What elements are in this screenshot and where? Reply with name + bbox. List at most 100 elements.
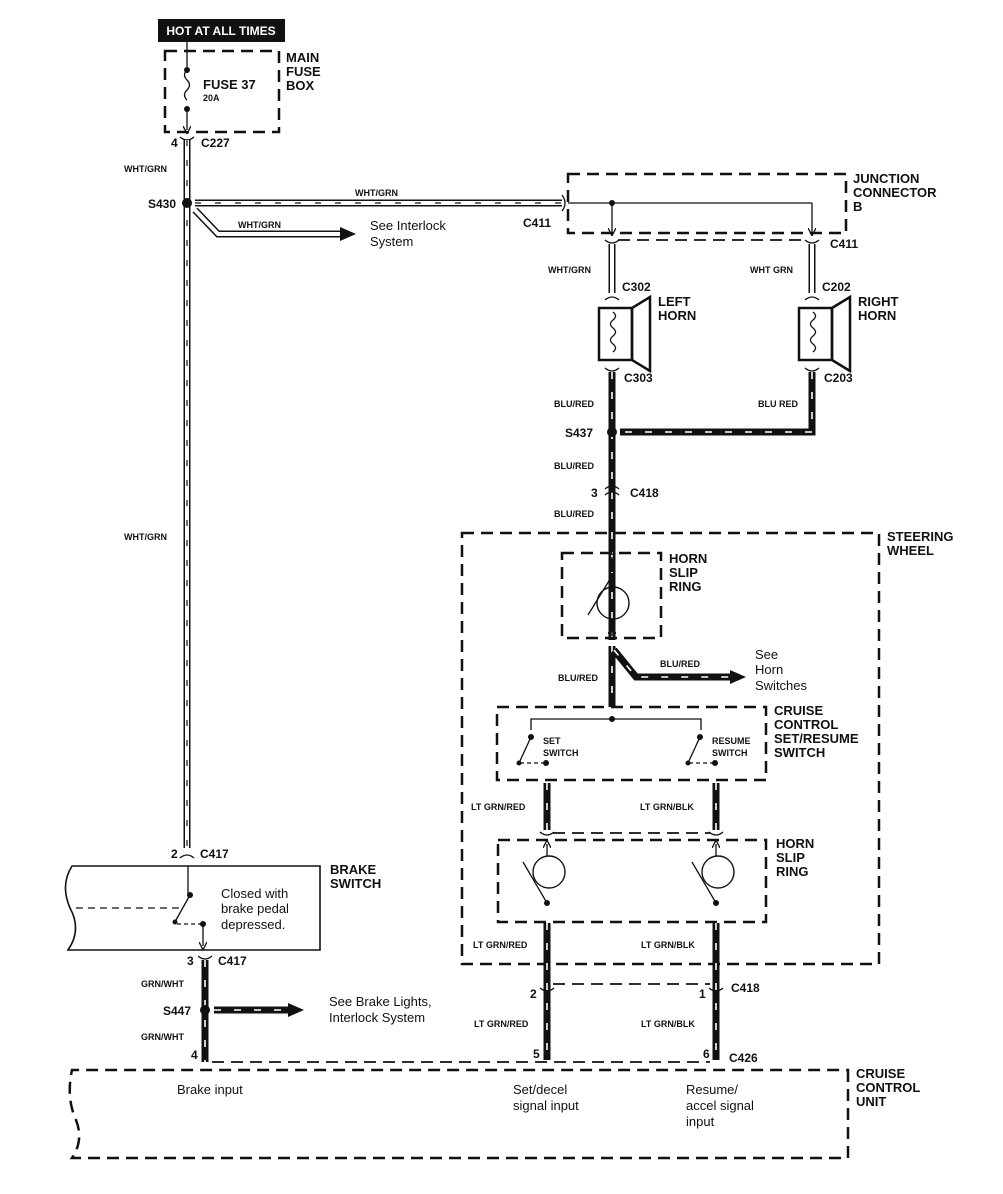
label-wires-blu-red-left-horn: BLU/RED [554,399,594,409]
junction-connector-b: JUNCTION CONNECTOR B [561,171,937,233]
label-components-cruise-unit-1: CONTROL [856,1080,920,1095]
label-components-cruise-unit-2: UNIT [856,1094,886,1109]
label-wires-grn-wht-1: GRN/WHT [141,979,184,989]
label-wires-wht-grn-right-horn: WHT GRN [750,265,793,275]
label-components-right-horn-0: RIGHT [858,294,899,309]
splice-s447 [200,1005,210,1015]
label-connectors-c426-pin-right: 6 [703,1047,710,1061]
fuse-icon [184,42,190,130]
label-wires-lt-grn-blk-3: LT GRN/BLK [641,1019,695,1029]
label-components-brake-switch-note-1: brake pedal [221,901,289,916]
label-components-junction-connector-0: JUNCTION [853,171,919,186]
splice-s437 [607,427,617,437]
label-references-horn-switches-0: See [755,647,778,662]
label-connectors-c418-bot-pin-left: 2 [530,987,537,1001]
label-wires-wht-grn-2: WHT/GRN [355,188,398,198]
splice-s430 [182,198,192,208]
label-connectors-c303-name: C303 [624,371,653,385]
label-connectors-c411-b-name: C411 [830,237,858,251]
label-wires-wht-grn-1: WHT/GRN [124,164,167,174]
right-horn-icon [797,294,852,374]
label-wires-lt-grn-blk-2: LT GRN/BLK [641,940,695,950]
label-components-horn-slip-ring-1-0: HORN [669,551,707,566]
label-wires-wht-grn-3: WHT/GRN [238,220,281,230]
label-components-cruise-unit-inputs-resume-2: input [686,1114,715,1129]
label-components-cruise-unit-inputs-set-1: signal input [513,1098,579,1113]
label-connectors-c203-name: C203 [824,371,853,385]
power-source-badge: HOT AT ALL TIMES [158,19,285,42]
label-splices-s430: S430 [148,197,176,211]
label-main-fuse-box-title-lines-1: FUSE [286,64,321,79]
label-components-horn-slip-ring-2-1: SLIP [776,850,805,865]
label-connectors-c417-bot-pin: 3 [187,954,194,968]
label-wires-lt-grn-red-3: LT GRN/RED [474,1019,529,1029]
horn-slip-ring-1 [560,551,663,638]
label-connectors-c418-bot-pin-right: 1 [699,987,706,1001]
label-main-fuse-box-title-lines-2: BOX [286,78,315,93]
label-components-junction-connector-1: CONNECTOR [853,185,937,200]
label-wires-lt-grn-red-1: LT GRN/RED [471,802,526,812]
label-references-brake-lights-1: Interlock System [329,1010,425,1025]
label-wires-blu-red-above-c418: BLU/RED [554,461,594,471]
label-wires-blu-red-slip: BLU/RED [558,673,598,683]
connector-c227: 4 C227 [171,136,230,150]
label-components-brake-switch-1: SWITCH [330,876,381,891]
label-components-right-horn-1: HORN [858,308,896,323]
label-components-set-switch-1: SWITCH [543,748,579,758]
label-components-set-switch-0: SET [543,736,561,746]
label-main-fuse-box-fuse: FUSE 37 [203,77,256,92]
label-components-resume-switch-0: RESUME [712,736,751,746]
wire-blu-red-horns [608,372,816,640]
label-components-junction-connector-2: B [853,199,862,214]
brake-switch [64,865,321,951]
label-references-brake-lights-0: See Brake Lights, [329,994,432,1009]
label-connectors-c426-pin-left: 5 [533,1047,540,1061]
label-components-cruise-unit-inputs-set-0: Set/decel [513,1082,567,1097]
label-connectors-c418-top-pin: 3 [591,486,598,500]
label-connectors-c417-top-pin: 2 [171,847,178,861]
label-components-cruise-switch-2: SET/RESUME [774,731,859,746]
label-connectors-c417-top-name: C417 [200,847,229,861]
label-components-horn-slip-ring-1-1: SLIP [669,565,698,580]
label-connectors-c417-bot-name: C417 [218,954,247,968]
label-components-cruise-unit-inputs-resume-0: Resume/ [686,1082,738,1097]
label-components-cruise-switch-1: CONTROL [774,717,838,732]
label-components-left-horn-1: HORN [658,308,696,323]
label-components-cruise-unit-0: CRUISE [856,1066,905,1081]
label-connectors-c418-bot-name: C418 [731,981,760,995]
label-wires-wht-grn-4: WHT/GRN [124,532,167,542]
label-wires-blu-red-below-c418: BLU/RED [554,509,594,519]
label-wires-lt-grn-blk-1: LT GRN/BLK [640,802,694,812]
label-wires-wht-grn-left-horn: WHT/GRN [548,265,591,275]
label-main-fuse-box-rating: 20A [203,93,220,103]
label-wires-grn-wht-2: GRN/WHT [141,1032,184,1042]
label-references-horn-switches-2: Switches [755,678,808,693]
wire-wht-grn-interlock [192,207,356,241]
label-references-horn-switches-1: Horn [755,662,783,677]
label-components-brake-switch-note-0: Closed with [221,886,288,901]
label-components-horn-slip-ring-1-2: RING [669,579,702,594]
label-references-interlock-1: System [370,234,413,249]
label-components-resume-switch-1: SWITCH [712,748,748,758]
label-connectors-c227-pin: 4 [171,136,178,150]
label-wires-blu-red-right-horn: BLU RED [758,399,798,409]
label-header-power-label: HOT AT ALL TIMES [166,24,275,38]
label-components-horn-slip-ring-2-0: HORN [776,836,814,851]
label-components-cruise-switch-3: SWITCH [774,745,825,760]
main-fuse-box: MAIN FUSE BOX FUSE 37 20A [163,42,321,132]
label-components-steering-wheel-1: WHEEL [887,543,934,558]
label-connectors-c227-name: C227 [201,136,230,150]
steering-wheel-box: STEERING WHEEL [460,529,953,966]
label-components-steering-wheel-0: STEERING [887,529,953,544]
label-components-brake-switch-0: BRAKE [330,862,377,877]
label-main-fuse-box-title-lines-0: MAIN [286,50,319,65]
label-connectors-brake-pin4: 4 [191,1048,198,1062]
left-horn-icon [597,294,652,374]
label-splices-s447: S447 [163,1004,191,1018]
label-components-brake-switch-note-2: depressed. [221,917,285,932]
label-splices-s437: S437 [565,426,593,440]
label-components-cruise-unit-inputs-brake: Brake input [177,1082,243,1097]
label-connectors-c411-a-name: C411 [523,216,551,230]
cruise-control-unit: CRUISE CONTROL UNIT [68,1066,920,1160]
